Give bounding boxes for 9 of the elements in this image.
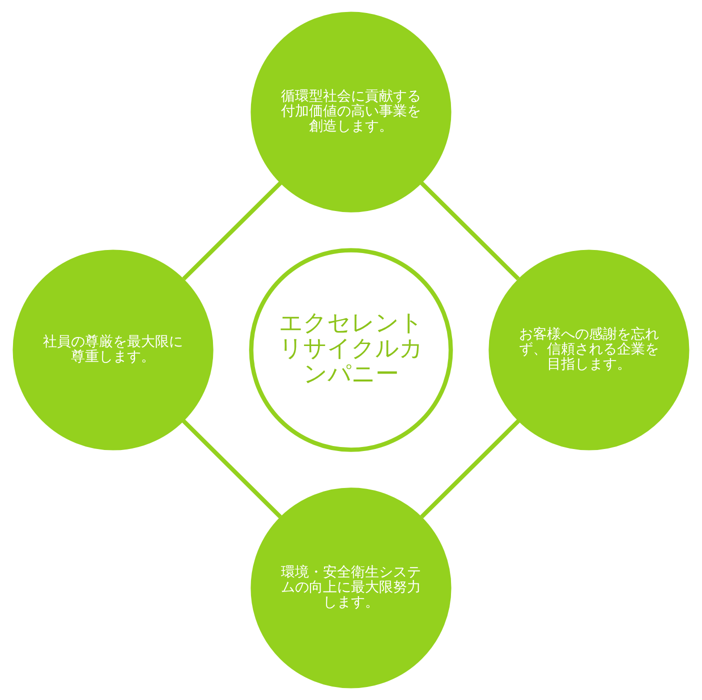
node-circle: 循環型社会に貢献する付加価値の高い事業を創造します。: [250, 12, 452, 212]
connector: [182, 181, 282, 280]
connector: [420, 419, 520, 518]
node-circle: 環境・安全衛生システムの向上に最大限努力します。: [250, 488, 452, 688]
node-circle: エクセレントリサイクルカンパニー: [249, 248, 453, 452]
connector: [420, 181, 520, 280]
node-circle: 社員の尊厳を最大限に尊重します。: [12, 250, 214, 450]
connector: [182, 419, 282, 518]
node-circle: お客様への感謝を忘れず、信頼される企業を目指します。: [488, 250, 690, 450]
